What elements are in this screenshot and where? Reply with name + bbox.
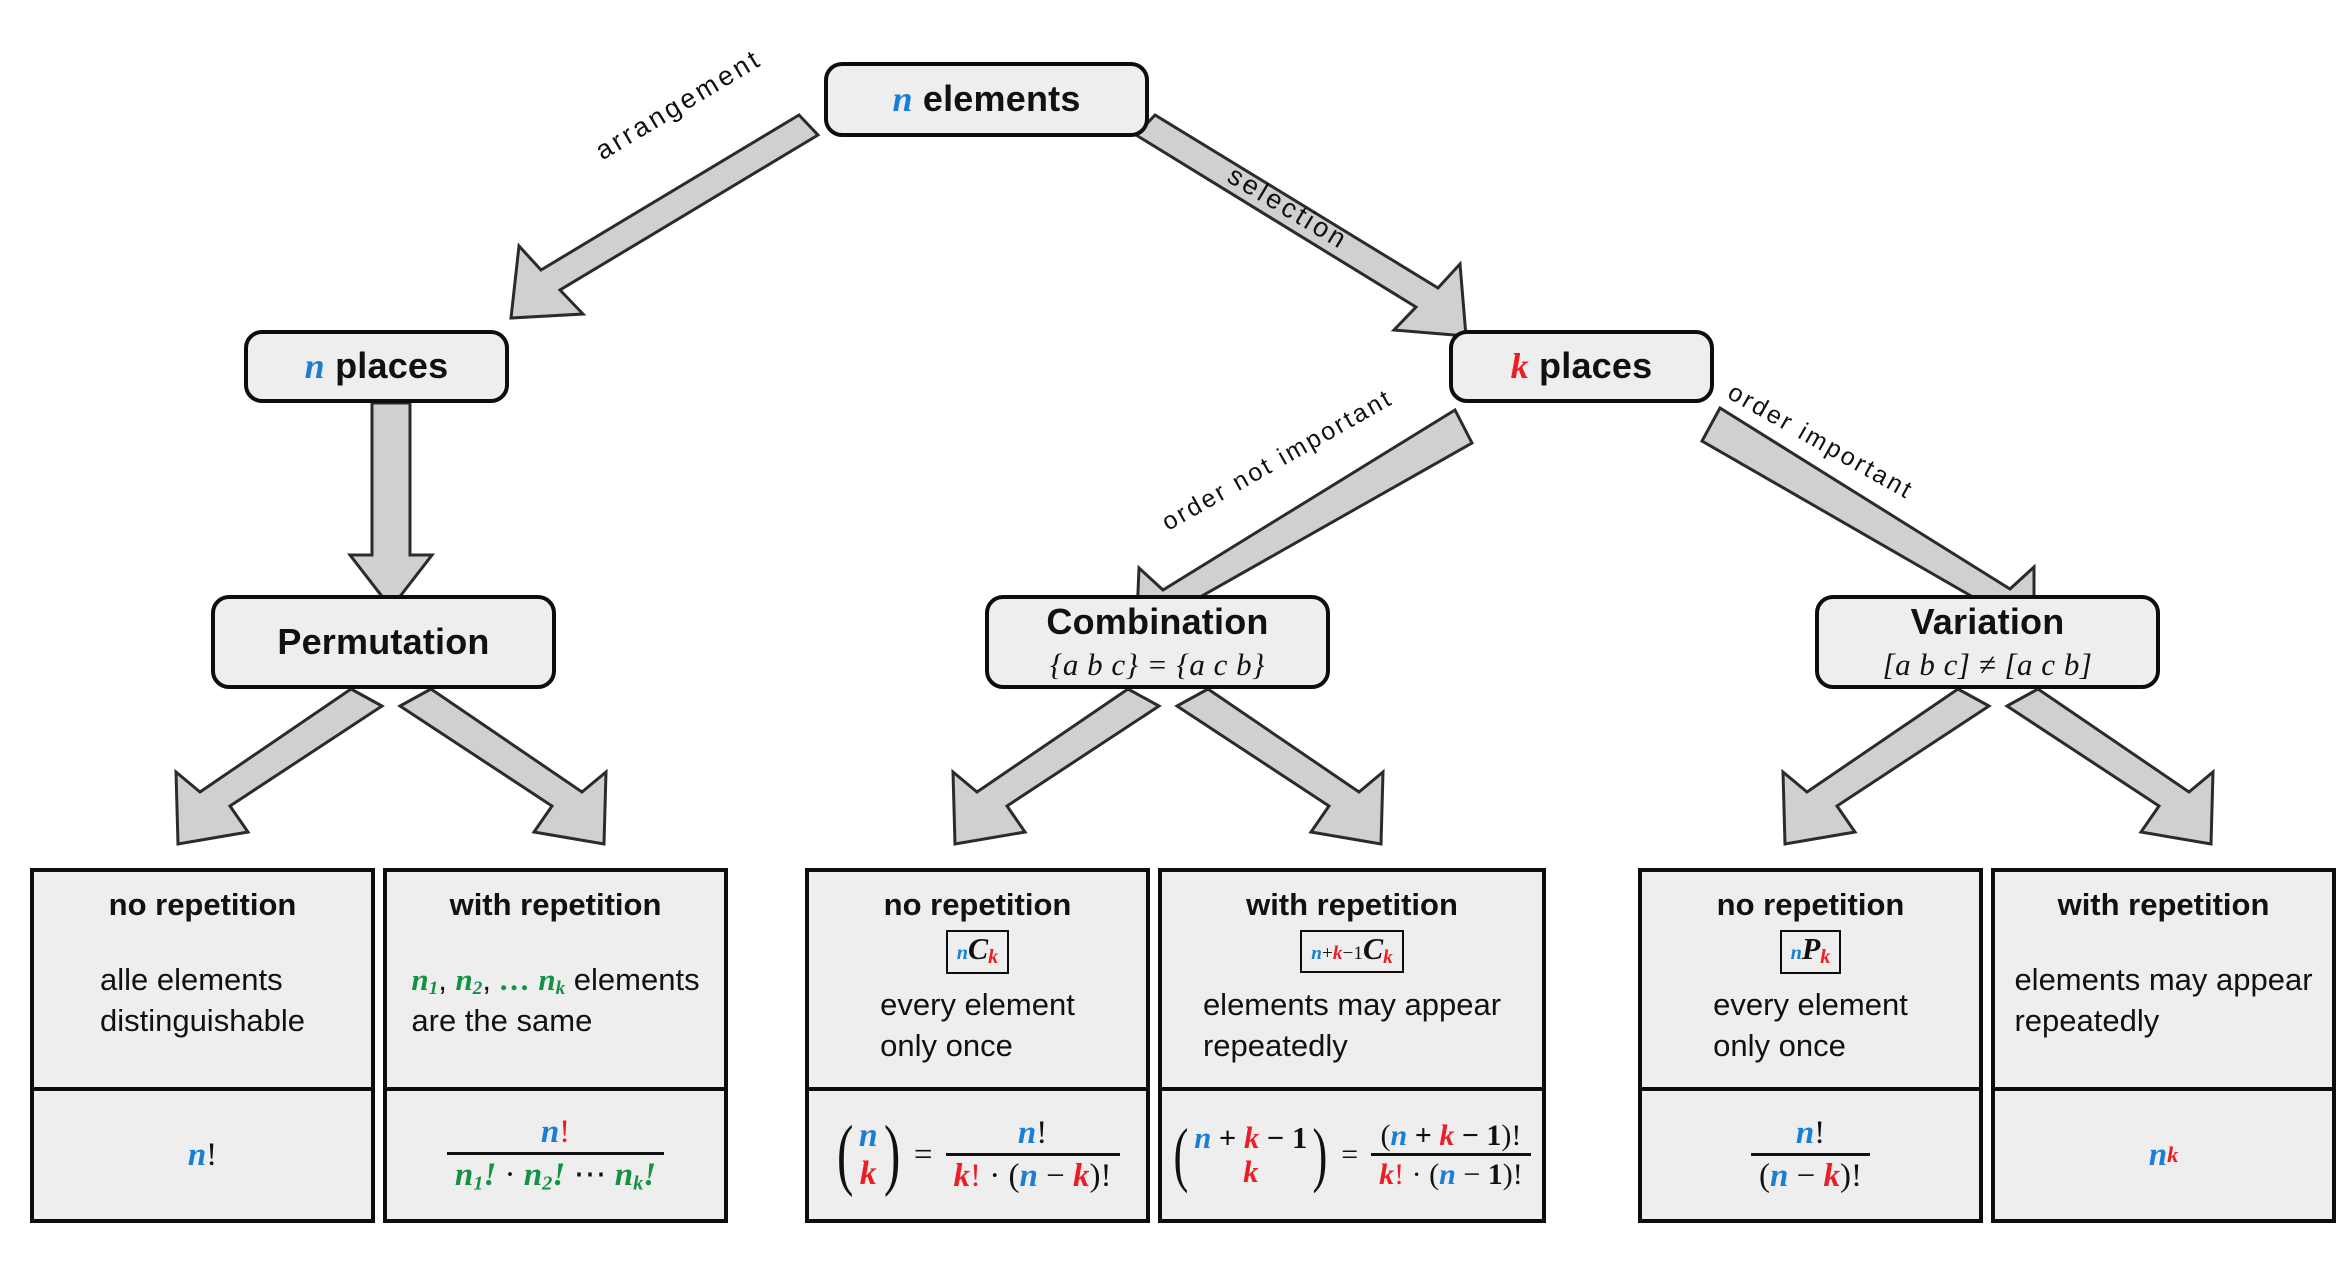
node-variation-sub: [a b c] ≠ [a c b] [1882, 646, 2093, 682]
leaf-permutation-with-repetition[interactable]: with repetition n1, n2, … nk elements ar… [383, 868, 728, 1223]
arrow-variation-no-repetition [1781, 687, 1992, 846]
node-n-elements-rest: elements [912, 78, 1081, 120]
node-permutation[interactable]: Permutation [211, 595, 556, 689]
leaf-description: n1, n2, … nk elements are the same [411, 961, 700, 1039]
desc-line-2: repeatedly [2014, 1003, 2160, 1039]
leaf-description: alle elements distinguishable [94, 923, 311, 1079]
symbol-n: n [892, 79, 913, 120]
leaf-description: elements may appear repeatedly [1197, 973, 1507, 1079]
leaf-formula: n! [187, 1136, 218, 1173]
node-combination[interactable]: Combination {a b c} = {a c b} [985, 595, 1330, 689]
edge-label-order-not-important: order not important [1157, 383, 1398, 537]
desc-line-2: distinguishable [99, 1003, 306, 1039]
node-variation[interactable]: Variation [a b c] ≠ [a c b] [1815, 595, 2160, 689]
leaf-top: with repetition n1, n2, … nk elements ar… [387, 872, 724, 1091]
leaf-symbol-nPk: nPk [1779, 930, 1842, 974]
leaf-head: no repetition [883, 887, 1072, 922]
leaf-description: every element only once [1707, 974, 1914, 1079]
node-n-places[interactable]: n places [244, 330, 509, 403]
leaf-description: elements may appear repeatedly [2008, 923, 2318, 1079]
node-k-places-title: k places [1511, 345, 1653, 387]
node-k-places[interactable]: k places [1449, 330, 1714, 403]
edge-label-order-important: order important [1723, 378, 1919, 506]
arrow-combination-no-repetition [951, 687, 1162, 846]
leaf-head: no repetition [1716, 887, 1905, 922]
leaf-top: no repetition alle elements distinguisha… [34, 872, 371, 1091]
desc-line-1: every element [1713, 987, 1908, 1023]
node-combination-sub: {a b c} = {a c b} [1049, 646, 1266, 682]
arrow-variation-with-repetition [2004, 687, 2215, 846]
symbol-n: n [304, 346, 325, 387]
leaf-head: with repetition [2057, 887, 2270, 922]
leaf-formula: n! (n − k)! [1642, 1091, 1979, 1219]
node-n-places-title: n places [305, 345, 449, 387]
leaf-top: with repetition elements may appear repe… [1995, 872, 2332, 1091]
leaf-symbol-npluskminus1Ck: n+k−1Ck [1300, 930, 1404, 974]
edge-label-selection: selection [1222, 160, 1355, 256]
node-permutation-title: Permutation [277, 621, 490, 663]
leaf-description: every element only once [874, 974, 1081, 1079]
leaf-head: no repetition [108, 887, 297, 922]
leaf-variation-with-repetition[interactable]: with repetition elements may appear repe… [1991, 868, 2336, 1223]
leaf-symbol-nCk: nCk [945, 930, 1010, 974]
node-variation-title: Variation [1910, 601, 2065, 643]
leaf-combination-with-repetition[interactable]: with repetition n+k−1Ck elements may app… [1158, 868, 1546, 1223]
desc-line-1: elements may appear [1202, 987, 1502, 1023]
leaf-permutation-no-repetition[interactable]: no repetition alle elements distinguisha… [30, 868, 375, 1223]
symbol-k: k [1510, 346, 1529, 387]
arrow-arrangement [509, 113, 821, 320]
node-n-places-rest: places [324, 345, 449, 387]
arrow-permutation-no-repetition [174, 687, 385, 846]
desc-line-1: alle elements [99, 962, 283, 998]
leaf-top: no repetition nCk every element only onc… [809, 872, 1146, 1091]
desc-line-1: elements may appear [2014, 962, 2313, 998]
leaf-head: with repetition [449, 887, 662, 922]
leaf-combination-no-repetition[interactable]: no repetition nCk every element only onc… [805, 868, 1150, 1223]
leaf-top: with repetition n+k−1Ck elements may app… [1162, 872, 1542, 1091]
desc-line-1: every element [880, 987, 1075, 1023]
arrow-permutation-with-repetition [397, 687, 608, 846]
leaf-variation-no-repetition[interactable]: no repetition nPk every element only onc… [1638, 868, 1983, 1223]
node-k-places-rest: places [1528, 345, 1653, 387]
node-combination-title: Combination [1046, 601, 1269, 643]
arrow-combination-with-repetition [1174, 687, 1385, 846]
desc-line-2: only once [1713, 1028, 1846, 1064]
leaf-formula: n! n1! · n2! ⋯ nk! [387, 1091, 724, 1219]
desc-elements-word: elements [565, 961, 700, 997]
arrow-n-places-to-permutation [346, 401, 436, 611]
edge-label-arrangement: arrangement [590, 43, 767, 166]
node-n-elements-title: n elements [892, 78, 1080, 120]
leaf-top: no repetition nPk every element only onc… [1642, 872, 1979, 1091]
desc-line-2: repeatedly [1202, 1028, 1348, 1064]
desc-line-2: only once [880, 1028, 1013, 1064]
leaf-head: with repetition [1246, 887, 1458, 922]
desc-line-2: are the same [411, 1003, 593, 1039]
node-n-elements[interactable]: n elements [824, 62, 1149, 137]
